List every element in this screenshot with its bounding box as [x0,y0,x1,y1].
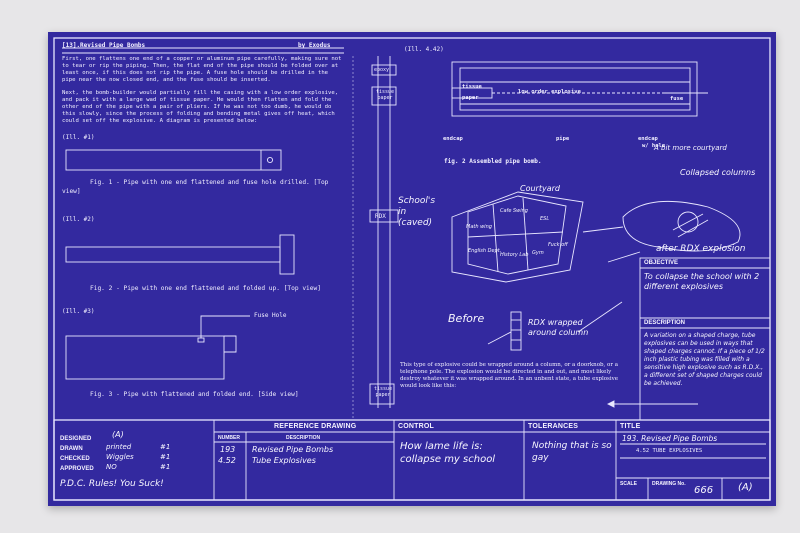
fuse-label: fuse [670,96,684,102]
number-column-header: NUMBER [218,435,240,441]
paper-label: paper [462,95,479,101]
tolerances-text: Nothing that is so gay [532,441,612,463]
approved-signature: NO [106,463,117,471]
more-courtyard-note: A bit more courtyard [654,144,727,152]
scale-label: SCALE [620,481,637,487]
doc-header-left: [13].Revised Pipe Bombs [62,42,146,49]
drawn-note: #1 [160,443,171,451]
objective-text: To collapse the school with 2 different … [644,272,760,291]
endcap-right-label: endcap [638,136,658,142]
objective-header: OBJECTIVE [644,260,679,266]
drawn-label: DRAWN [60,446,83,452]
collapsed-columns-note: Collapsed columns [680,168,756,177]
doc-paragraph-2: Next, the bomb-builder would partially f… [62,90,339,124]
epoxy-label: epoxy [374,67,390,73]
checked-signature: Wiggles [106,453,134,461]
ill-442-label: (Ill. 4.42) [404,46,444,53]
fig-1-caption: Fig. 1 - Pipe with one end flattened and… [62,179,329,195]
checked-note: #1 [160,453,171,461]
title-line-1: 193. Revised Pipe Bombs [622,434,718,443]
tissue-paper-top-label: tissue paper [375,89,395,101]
ref-description: Revised Pipe Bombs [252,445,334,454]
before-note: Before [448,312,485,325]
rdx-label: RDX [375,213,386,220]
tissue-label: tissue [462,84,482,90]
tube-explosive-text: This type of explosive could be wrapped … [400,362,618,389]
room-label: Cafe Swing [500,208,528,214]
title-header: TITLE [620,423,641,430]
room-label: English Dept. [468,248,502,254]
courtyard-note: Courtyard [520,184,560,193]
ill-1-label: (Ill. #1) [62,134,95,141]
endcap-left-label: endcap [443,136,463,142]
w-hole-label: w/ hole [642,143,666,149]
designed-signature: (A) [112,430,124,439]
doc-header-right: by Exodus [298,42,331,49]
fuse-hole-label: Fuse Hole [254,312,287,319]
rdx-wrapped-note: RDX wrapped around column [528,318,589,337]
room-label: ESL [540,216,550,222]
ref-number: 193 [220,445,236,454]
control-text: How lame life is: collapse my school [400,441,496,465]
after-rdx-note: after RDX explosion [656,244,746,254]
approved-label: APPROVED [60,466,94,472]
schools-in-note: School's in (caved) [398,196,436,228]
fig-2-caption: Fig. 2 - Pipe with one end flattened and… [90,285,321,292]
room-label: Gym [532,250,544,256]
pipe-label: pipe [556,136,570,142]
sheet-number: 666 [694,485,714,496]
room-label: Math wing [466,224,492,230]
title-line-2: 4.52 TUBE EXPLOSIVES [636,448,703,454]
blueprint-linework [53,37,771,501]
drawn-signature: printed [106,443,132,451]
reference-drawing-header: REFERENCE DRAWING [274,423,357,430]
ref-description: Tube Explosives [252,456,316,465]
tissue-paper-bottom-label: tissue paper [373,386,393,398]
doc-paragraph-1: First, one flattens one end of a copper … [62,56,342,83]
room-label: Fuck off [548,242,568,248]
tolerances-header: TOLERANCES [528,423,579,430]
checked-label: CHECKED [60,456,90,462]
fig-2-assembled-caption: fig. 2 Assembled pipe bomb. [444,158,542,165]
room-label: History Lab [500,252,529,258]
approved-note: #1 [160,463,171,471]
fig-3-caption: Fig. 3 - Pipe with flattened and folded … [90,391,299,398]
revision-mark: (A) [738,482,753,493]
low-order-label: low order explosive [518,89,581,95]
control-header: CONTROL [398,423,435,430]
ill-3-label: (Ill. #3) [62,308,95,315]
motto: P.D.C. Rules! You Suck! [60,479,164,489]
description-column-header: DESCRIPTION [286,435,321,441]
blueprint-sheet: [13].Revised Pipe Bombs by Exodus First,… [48,32,776,506]
drawing-number-label: DRAWING No. [652,481,686,487]
designed-label: DESIGNED [60,436,92,442]
description-text: A variation on a shaped charge, tube exp… [644,332,765,387]
ill-2-label: (Ill. #2) [62,216,95,223]
ref-number: 4.52 [218,456,236,465]
description-header: DESCRIPTION [644,320,686,326]
